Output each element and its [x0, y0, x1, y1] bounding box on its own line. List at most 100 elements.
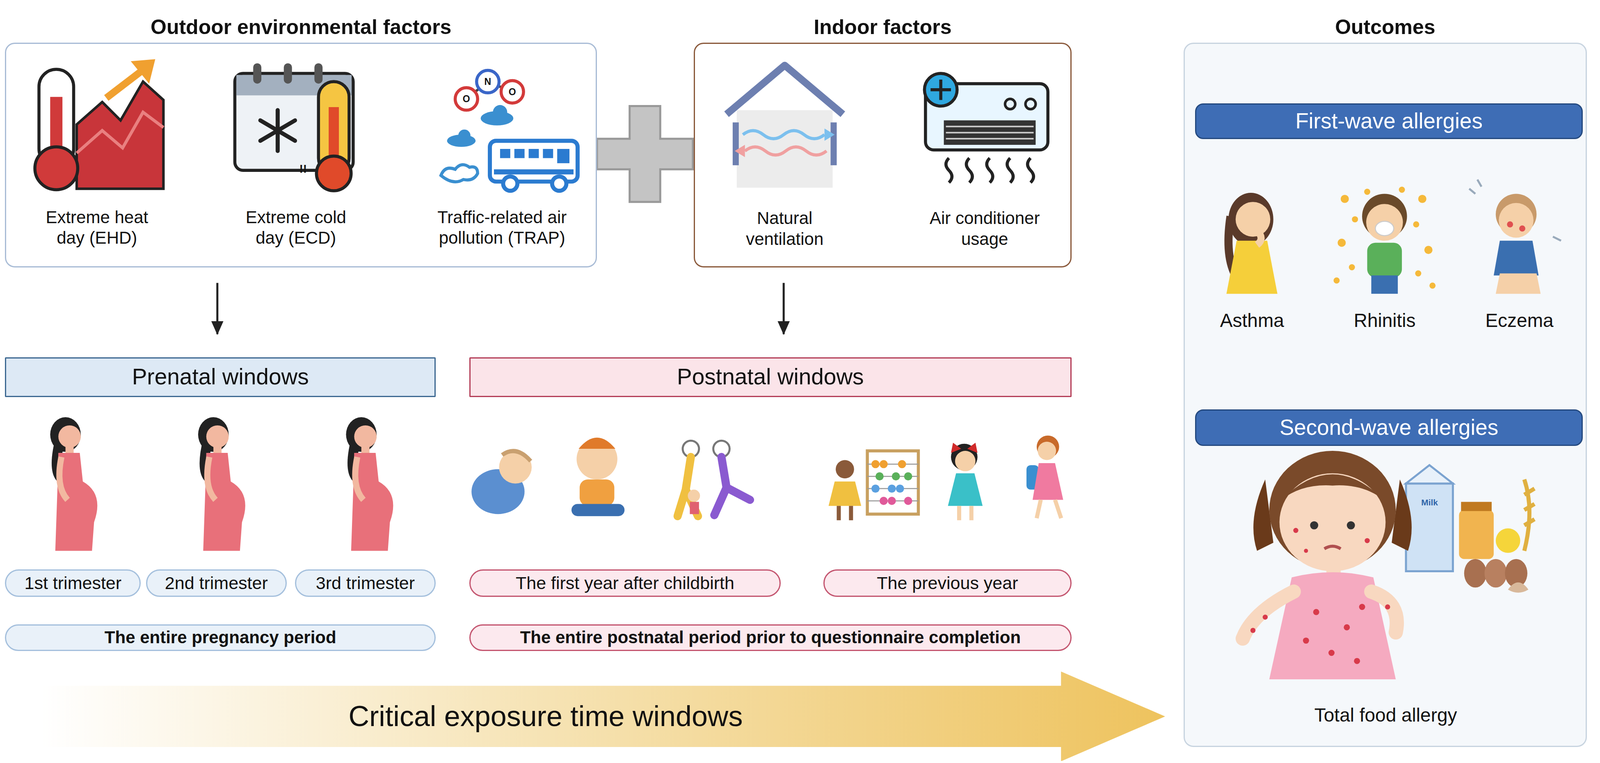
child-figures	[687, 489, 700, 503]
atom-letter: N	[481, 77, 494, 87]
food-allergy-girl	[1364, 538, 1370, 544]
air-conditioner-icon	[946, 126, 1034, 139]
extreme-heat-icon	[76, 81, 164, 189]
ventilation-icon	[742, 130, 825, 139]
warning-mark: !!	[294, 163, 312, 175]
eczema-figure	[1477, 179, 1482, 187]
child-figures	[714, 457, 750, 516]
pregnant-woman-figure	[345, 417, 394, 551]
time-window-pill: 2nd trimester	[146, 569, 287, 597]
traffic-pollution-icon	[489, 140, 578, 182]
indoor-label: Natural ventilation	[731, 208, 839, 250]
food-allergy-girl	[1359, 603, 1366, 611]
eczema-figure	[1552, 236, 1562, 241]
child-figures	[578, 437, 616, 449]
child-figures	[498, 450, 532, 484]
pregnant-woman-figure	[50, 417, 394, 551]
air-conditioner-icon	[946, 157, 1034, 183]
rhinitis-figure	[1412, 221, 1420, 228]
window-header-box: Prenatal windows	[4, 357, 436, 398]
air-conditioner-icon	[1027, 157, 1034, 183]
extreme-cold-icon	[260, 120, 296, 141]
girl-figures	[948, 435, 1064, 521]
extreme-cold-icon	[253, 63, 262, 84]
girl-figures	[955, 450, 976, 472]
abacus-illustration	[879, 459, 888, 469]
outcome-label: Rhinitis	[1339, 309, 1430, 332]
food-items	[1405, 465, 1453, 484]
food-items	[1405, 483, 1453, 572]
group-heading: Outcomes	[1184, 15, 1586, 40]
indoor-label: Air conditioner usage	[923, 208, 1047, 250]
extreme-heat-icon	[34, 59, 164, 190]
rhinitis-figure	[1418, 194, 1427, 204]
air-conditioner-icon	[1005, 98, 1016, 110]
outcomes-panel-ground	[1183, 42, 1587, 747]
traffic-pollution-icon	[500, 148, 511, 158]
child-figures	[471, 437, 862, 521]
abacus-illustration	[871, 459, 880, 469]
node-text: 3rd trimester	[315, 573, 415, 594]
extreme-heat-icon	[76, 112, 164, 154]
flow-arrow	[782, 283, 785, 335]
rhinitis-figure	[1424, 245, 1433, 254]
girl-figures	[1032, 463, 1064, 501]
eczema-figure	[1495, 273, 1541, 294]
time-window-pill: 3rd trimester	[294, 569, 436, 597]
traffic-pollution-icon	[557, 148, 570, 164]
air-conditioner-icon	[966, 157, 973, 183]
exposure-label: Traffic-related air pollution (TRAP)	[428, 207, 576, 249]
timeline-arrow-shape	[40, 671, 1166, 762]
food-allergy-girl	[1293, 528, 1299, 533]
air-conditioner-icon	[1007, 157, 1014, 183]
food-allergy-girl	[1250, 628, 1256, 634]
node-text: 1st trimester	[24, 573, 122, 594]
traffic-pollution-icon	[493, 105, 508, 120]
rhinitis-figure	[1364, 188, 1371, 195]
rhinitis-figure	[1348, 264, 1356, 271]
extreme-heat-icon	[130, 59, 156, 84]
child-figures	[828, 481, 862, 507]
food-allergy-girl	[1385, 604, 1390, 610]
pregnant-woman-figure	[198, 417, 246, 551]
time-window-pill: The first year after childbirth	[469, 569, 781, 597]
air-conditioner-icon	[924, 73, 958, 107]
rhinitis-figure	[1398, 186, 1406, 193]
food-items	[1495, 528, 1521, 554]
node-text: First-wave allergies	[1295, 108, 1483, 134]
atom-letter: O	[460, 94, 473, 104]
flow-arrow	[216, 283, 219, 335]
food-allergy-girl	[1309, 521, 1319, 530]
girl-figures	[1037, 441, 1056, 461]
atom-letter: O	[506, 87, 519, 97]
group-heading: Outdoor environmental factors	[6, 15, 596, 40]
food-allergy-girl	[1324, 546, 1341, 549]
food-allergy-girl	[1250, 528, 1391, 665]
child-figures	[838, 505, 851, 521]
traffic-pollution-icon	[493, 169, 574, 175]
traffic-pollution-icon	[552, 176, 567, 191]
extreme-cold-icon	[316, 155, 352, 191]
abacus-illustration	[898, 459, 907, 469]
time-window-pill: The previous year	[823, 569, 1072, 597]
rhinitis-figure	[1367, 242, 1403, 278]
abacus-illustration	[875, 472, 884, 481]
outcomes-panel-ground	[1183, 42, 1587, 747]
rhinitis-figure	[1333, 186, 1436, 289]
air-conditioner-icon	[946, 131, 1034, 134]
traffic-pollution-icon	[542, 148, 554, 158]
traffic-pollution-icon	[528, 148, 540, 158]
rhinitis-figure	[1333, 186, 1436, 294]
food-allergy-girl	[1303, 548, 1308, 554]
food-allergy-girl	[1242, 591, 1397, 639]
window-header-box: Postnatal windows	[469, 357, 1072, 398]
air-conditioner-icon	[930, 79, 951, 101]
extreme-cold-icon	[234, 63, 353, 191]
food-allergy-girl	[1328, 649, 1335, 656]
food-items	[1460, 501, 1492, 511]
extreme-cold-icon	[314, 63, 323, 84]
child-figures	[579, 479, 615, 507]
node-text: The entire pregnancy period	[104, 627, 337, 648]
eczema-figure	[1506, 221, 1514, 228]
extreme-cold-icon	[283, 63, 293, 84]
